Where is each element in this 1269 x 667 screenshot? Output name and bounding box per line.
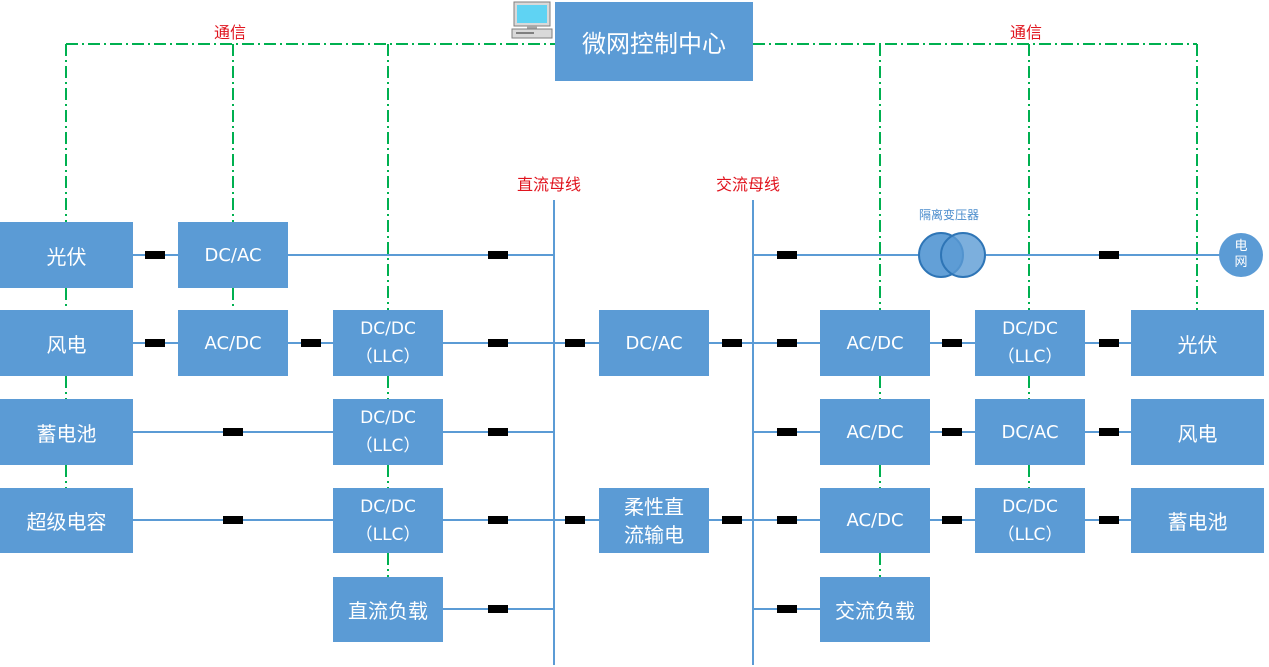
right-dcac-label: DC/AC bbox=[1001, 421, 1059, 443]
dc-bus-label: 直流母线 bbox=[517, 175, 582, 194]
left-battery-label: 蓄电池 bbox=[36, 421, 97, 446]
left-pv-label: 光伏 bbox=[46, 244, 87, 269]
right-acdc-2-box: AC/DC bbox=[820, 399, 930, 465]
grid-node: 电 网 bbox=[1219, 233, 1263, 277]
left-supercap-box: 超级电容 bbox=[0, 488, 133, 553]
breaker bbox=[488, 339, 508, 347]
left-battery-llc-box: DC/DC （LLC） bbox=[333, 399, 443, 465]
breaker bbox=[777, 516, 797, 524]
breaker bbox=[488, 516, 508, 524]
breaker bbox=[777, 605, 797, 613]
right-acdc-3-box: AC/DC bbox=[820, 488, 930, 553]
breaker bbox=[722, 339, 742, 347]
grid-label-2: 网 bbox=[1234, 255, 1248, 270]
dc-load-label: 直流负载 bbox=[348, 599, 428, 623]
right-wind-box: 风电 bbox=[1131, 399, 1264, 465]
left-pv-dcac-box: DC/AC bbox=[178, 222, 288, 288]
breaker bbox=[488, 428, 508, 436]
control-center-box: 微网控制中心 bbox=[555, 2, 753, 81]
llc-line1: DC/DC bbox=[360, 496, 416, 517]
breaker bbox=[777, 251, 797, 259]
llc-line2: （LLC） bbox=[997, 347, 1063, 367]
right-acdc-2-label: AC/DC bbox=[846, 421, 904, 443]
breaker bbox=[301, 339, 321, 347]
breaker bbox=[1099, 516, 1119, 524]
hvdc-line1: 柔性直 bbox=[624, 494, 684, 519]
right-battery-label: 蓄电池 bbox=[1167, 510, 1228, 534]
left-wind-acdc-box: AC/DC bbox=[178, 310, 288, 376]
hvdc-box: 柔性直 流输电 bbox=[599, 488, 709, 553]
left-wind-llc-box: DC/DC （LLC） bbox=[333, 310, 443, 376]
transformer-icon bbox=[918, 232, 986, 278]
control-center-label: 微网控制中心 bbox=[582, 30, 726, 58]
breaker bbox=[722, 516, 742, 524]
left-wind-box: 风电 bbox=[0, 310, 133, 376]
llc-line1: DC/DC bbox=[1002, 319, 1058, 339]
breaker bbox=[1099, 339, 1119, 347]
right-dcac-box: DC/AC bbox=[975, 399, 1085, 465]
breaker bbox=[942, 339, 962, 347]
breaker bbox=[145, 339, 165, 347]
left-supercap-label: 超级电容 bbox=[26, 510, 107, 534]
breaker bbox=[565, 516, 585, 524]
breaker bbox=[488, 605, 508, 613]
hvdc-line2: 流输电 bbox=[624, 522, 684, 547]
left-battery-box: 蓄电池 bbox=[0, 399, 133, 465]
right-pv-box: 光伏 bbox=[1131, 310, 1264, 376]
grid-label-1: 电 bbox=[1234, 239, 1248, 254]
right-wind-label: 风电 bbox=[1177, 421, 1218, 446]
breakers bbox=[145, 251, 1119, 613]
llc-line2: （LLC） bbox=[355, 524, 421, 545]
transformer-label: 隔离变压器 bbox=[919, 208, 980, 222]
ac-load-box: 交流负载 bbox=[820, 577, 930, 642]
ac-bus-label: 交流母线 bbox=[716, 175, 781, 194]
left-wind-label: 风电 bbox=[46, 332, 87, 357]
right-pv-label: 光伏 bbox=[1177, 332, 1218, 357]
breaker bbox=[942, 428, 962, 436]
breaker bbox=[1099, 428, 1119, 436]
comm-label-left: 通信 bbox=[214, 23, 247, 42]
breaker bbox=[223, 516, 243, 524]
breaker bbox=[488, 251, 508, 259]
comm-label-right: 通信 bbox=[1010, 23, 1043, 42]
llc-line2: （LLC） bbox=[997, 524, 1063, 545]
middle-dcac-box: DC/AC bbox=[599, 310, 709, 376]
breaker bbox=[777, 428, 797, 436]
right-acdc-1-box: AC/DC bbox=[820, 310, 930, 376]
breaker bbox=[223, 428, 243, 436]
breaker bbox=[565, 339, 585, 347]
llc-line2: （LLC） bbox=[355, 436, 421, 456]
right-llc-1-box: DC/DC （LLC） bbox=[975, 310, 1085, 376]
breaker bbox=[1099, 251, 1119, 259]
communication-lines bbox=[65, 43, 1198, 577]
right-llc-3-box: DC/DC （LLC） bbox=[975, 488, 1085, 553]
llc-line1: DC/DC bbox=[360, 408, 416, 428]
right-battery-box: 蓄电池 bbox=[1131, 488, 1264, 553]
left-supercap-llc-box: DC/DC （LLC） bbox=[333, 488, 443, 553]
llc-line2: （LLC） bbox=[355, 347, 421, 367]
dc-load-box: 直流负载 bbox=[333, 577, 443, 642]
right-acdc-1-label: AC/DC bbox=[846, 332, 904, 354]
llc-line1: DC/DC bbox=[360, 319, 416, 339]
left-wind-acdc-label: AC/DC bbox=[204, 332, 262, 354]
computer-icon bbox=[511, 1, 553, 39]
breaker bbox=[145, 251, 165, 259]
left-pv-dcac-label: DC/AC bbox=[204, 244, 262, 266]
right-acdc-3-label: AC/DC bbox=[846, 510, 904, 531]
left-pv-box: 光伏 bbox=[0, 222, 133, 288]
breaker bbox=[942, 516, 962, 524]
ac-load-label: 交流负载 bbox=[835, 599, 915, 623]
middle-dcac-label: DC/AC bbox=[625, 332, 683, 354]
llc-line1: DC/DC bbox=[1002, 496, 1058, 517]
breaker bbox=[777, 339, 797, 347]
